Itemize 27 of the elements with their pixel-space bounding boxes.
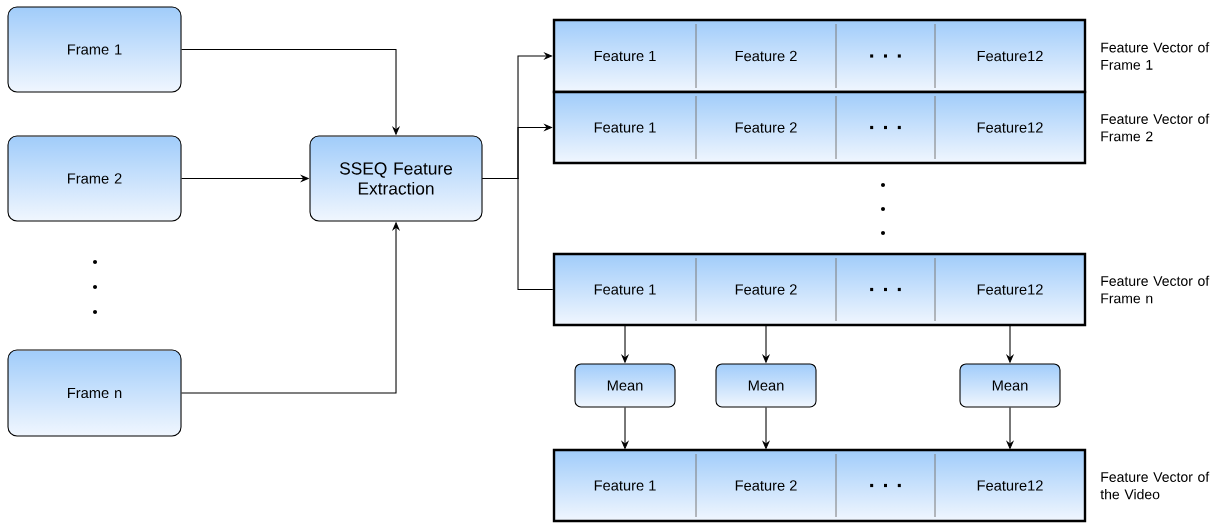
mean-box: Mean [574, 363, 676, 408]
feature-cell: Feature 1 [594, 480, 656, 491]
frame-box: Frame 2 [7, 135, 182, 222]
feature-cell: Feature12 [977, 50, 1043, 62]
feature-cell: Feature 1 [594, 284, 656, 295]
row-label: Feature Vector of Frame 1 [1101, 42, 1210, 70]
feature-cell: Feature12 [977, 284, 1043, 295]
feature-cell: Feature 2 [735, 284, 797, 295]
frame-box: Frame 1 [7, 6, 182, 93]
mean-box: Mean [959, 363, 1061, 408]
feature-cell: . . . [870, 54, 901, 58]
process-box: SSEQ Feature Extraction [309, 135, 483, 222]
feature-cell: Feature12 [977, 480, 1043, 491]
feature-cell: . . . [870, 483, 901, 488]
feature-cell: Feature 2 [735, 50, 797, 62]
frame-box: Frame n [7, 349, 182, 437]
row-label: Feature Vector of the Video [1100, 471, 1210, 500]
feature-cell: Feature 1 [594, 122, 656, 133]
mean-box: Mean [715, 363, 817, 408]
row-label: Feature Vector of Frame n [1101, 275, 1210, 304]
feature-cell: Feature 1 [594, 50, 656, 62]
feature-cell: Feature12 [977, 122, 1043, 133]
feature-cell: Feature 2 [735, 480, 797, 491]
feature-cell: Feature 2 [735, 122, 797, 133]
row-label: Feature Vector of Frame 2 [1101, 113, 1210, 142]
feature-cell: . . . [870, 125, 901, 130]
feature-cell: . . . [870, 287, 901, 292]
